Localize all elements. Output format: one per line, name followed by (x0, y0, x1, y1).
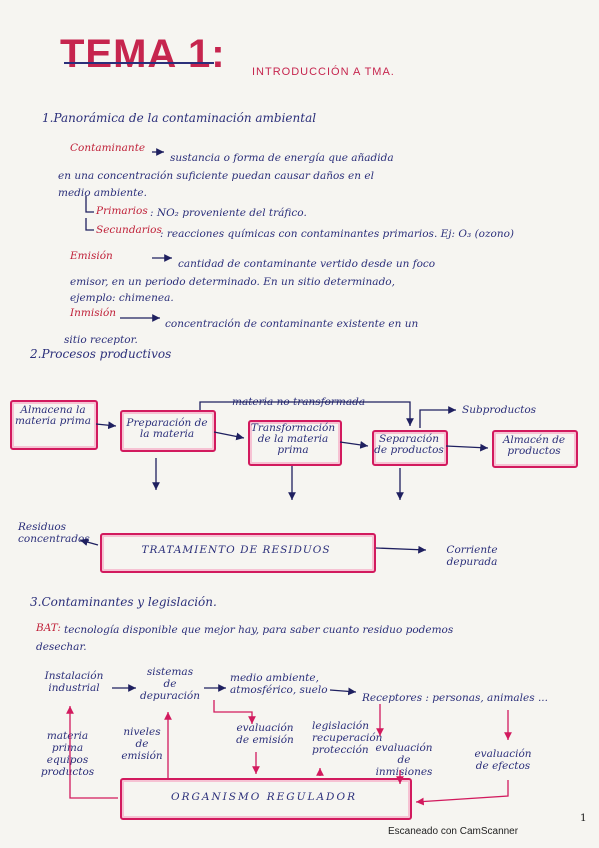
scanner-watermark: Escaneado con CamScanner (388, 826, 519, 837)
box-almacen-label: Almacén de productos (502, 434, 566, 458)
evaluacion-emision-label: evaluación de emisión (236, 722, 294, 747)
box-preparacion (120, 410, 216, 452)
inmision-line2: sitio receptor. (64, 334, 138, 346)
emision-label: Emisión (70, 250, 113, 262)
instalacion-industrial-label: Instalación industrial (44, 670, 104, 695)
tratamiento-label: TRATAMIENTO DE RESIDUOS (141, 544, 331, 556)
arrow-organismo-materia (66, 706, 118, 799)
arrow-medio-receptores (329, 687, 357, 696)
bat-line1: tecnología disponible que mejor hay, par… (64, 624, 454, 636)
residuos-concentrados-label: Residuos concentrados (18, 521, 90, 545)
title-strikethrough (64, 62, 214, 64)
niveles-emision-label: niveles de emisión (121, 726, 163, 763)
box-transformacion (248, 420, 342, 466)
evaluacion-efectos-label: evaluación de efectos (474, 748, 532, 773)
arrow-to-corriente (375, 545, 427, 554)
emision-line1: cantidad de contaminante vertido desde u… (178, 258, 436, 270)
box-almacena-materia (10, 400, 98, 450)
box-separacion-label: Separación de productos (374, 433, 444, 457)
arrow-separacion-almacen (445, 443, 489, 452)
sistemas-depuracion-label: sistemas de depuración (140, 666, 201, 703)
legislacion-label: legislación recuperación protección (312, 720, 383, 757)
box-almacena-label: Almacena la materia prima (15, 404, 91, 428)
page-subtitle: INTRODUCCIÓN A TMA. (252, 66, 395, 78)
arrow-efectos-organismo (415, 780, 509, 806)
contaminante-line2: en una concentración suficiente puedan c… (58, 170, 374, 182)
box-tratamiento-residuos (100, 533, 376, 573)
contaminante-line3: medio ambiente. (58, 187, 147, 199)
inmision-line1: concentración de contaminante existente … (165, 318, 419, 330)
secundarios-text: : reacciones químicas con contaminantes … (160, 228, 515, 240)
secundarios-label: Secundarios (96, 224, 162, 236)
section1-heading: 1.Panorámica de la contaminación ambient… (42, 111, 317, 125)
box-transformacion-label: Transformación de la materia prima (250, 422, 336, 457)
box-separacion (372, 430, 448, 466)
arrow-subproductos (419, 406, 456, 428)
bat-label: BAT: (36, 622, 61, 634)
medio-ambiente-label: medio ambiente, atmosférico, suelo (230, 672, 328, 697)
bat-line2: desechar. (36, 641, 87, 653)
arrow-almacena-preparacion (95, 421, 117, 430)
hook-primarios (85, 196, 94, 213)
contaminante-line1: sustancia o forma de energía que añadida (170, 152, 394, 164)
arrow-medio-evaluacion-emision (213, 700, 256, 724)
line-materia-no-transformada (199, 401, 414, 426)
arrow-to-residuos (79, 538, 99, 546)
primarios-text: : NO₂ proveniente del tráfico. (150, 207, 307, 219)
section3-heading: 3.Contaminantes y legislación. (30, 595, 217, 609)
emision-line3: ejemplo: chimenea. (70, 292, 174, 304)
arrow-transformacion-separacion (339, 441, 369, 449)
primarios-label: Primarios (96, 205, 148, 217)
materia-prima-equipos-label: materia prima equipos productos (40, 730, 95, 779)
receptores-label: Receptores : personas, animales ... (362, 692, 548, 704)
box-almacen-productos (492, 430, 578, 468)
box-organismo-regulador (120, 778, 412, 820)
section2-heading: 2.Procesos productivos (30, 347, 172, 361)
hook-secundarios (85, 218, 94, 231)
page-number-mark: 1 (580, 812, 587, 824)
page-title: TEMA 1: (60, 32, 226, 76)
organismo-regulador-label: ORGANISMO REGULADOR (170, 791, 357, 803)
inmision-label: Inmisión (70, 307, 117, 319)
emision-line2: emisor, en un periodo determinado. En un… (70, 276, 395, 288)
corriente-depurada-label: Corriente depurada (446, 544, 498, 569)
arrow-preparacion-transformacion (213, 431, 245, 441)
subproductos-label: Subproductos (462, 404, 537, 416)
box-preparacion-label: Preparación de la materia (126, 417, 208, 441)
contaminante-label: Contaminante (70, 142, 146, 154)
evaluacion-inmisiones-label: evaluación de inmisiones (375, 742, 433, 779)
